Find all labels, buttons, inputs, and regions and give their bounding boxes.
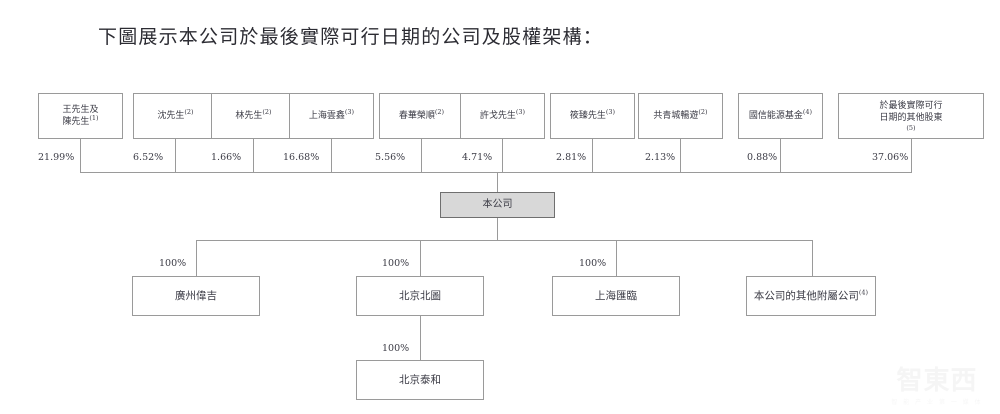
percent-label-shen: 6.52% — [133, 152, 164, 163]
shareholder-box-other-shareholders[interactable]: 於最後實際可行 日期的其他股東 (5) — [838, 93, 984, 139]
shareholder-name: 林先生 — [235, 110, 263, 121]
connector-drop-beijing-beitu — [420, 240, 421, 276]
connector-drop-guangzhou-weiji — [196, 240, 197, 276]
shareholder-name: 沈先生 — [157, 110, 185, 121]
connector-drop-shanghai-yunxin — [331, 139, 332, 172]
subsidiary-name: 北京北圖 — [399, 289, 441, 302]
shareholder-name-line1: 於最後實際可行 — [879, 100, 943, 111]
connector-drop-gongqingcheng-changyou — [680, 139, 681, 172]
footnote-ref: (1) — [89, 114, 99, 122]
connector-bus-subsidiaries — [196, 240, 812, 241]
shareholder-name: 春華榮順 — [398, 110, 435, 121]
connector-bus-shareholders — [80, 172, 912, 173]
shareholder-name: 許戈先生 — [479, 110, 516, 121]
percent-label-xiaozhen: 2.81% — [556, 152, 587, 163]
connector-beitu-to-taihe — [420, 316, 421, 360]
connector-drop-shen — [175, 139, 176, 172]
shareholder-box-lin[interactable]: 林先生(2) — [211, 93, 296, 139]
subsidiary-name: 北京泰和 — [399, 373, 441, 386]
percent-label-wang-chen: 21.99% — [38, 152, 75, 163]
shareholder-box-xiaozhen[interactable]: 筱臻先生(3) — [550, 93, 635, 139]
connector-company-to-subsidiary-bus — [497, 218, 498, 240]
connector-drop-xuge — [502, 139, 503, 172]
percent-label-chunhua-rongshun: 5.56% — [375, 152, 406, 163]
subsidiary-name: 廣州偉吉 — [175, 289, 217, 302]
percent-label-xuge: 4.71% — [462, 152, 493, 163]
shareholder-name-line1: 王先生及 — [62, 104, 99, 115]
shareholder-box-xuge[interactable]: 許戈先生(3) — [460, 93, 545, 139]
subsidiary-name: 本公司的其他附屬公司 — [753, 289, 859, 302]
shareholder-name: 國信能源基金 — [748, 110, 803, 121]
shareholder-name-line2: 日期的其他股東 — [879, 112, 943, 123]
watermark-subtext: 智 能 产 业 第 一 媒 体 — [891, 399, 983, 406]
percent-label-guoxin-energy-fund: 0.88% — [747, 152, 778, 163]
percent-label-guangzhou-weiji: 100% — [159, 258, 187, 269]
subsidiary-box-beijing-beitu[interactable]: 北京北圖 — [356, 276, 484, 316]
percent-label-gongqingcheng-changyou: 2.13% — [645, 152, 676, 163]
subsidiary-box-shanghai-huilin[interactable]: 上海匯臨 — [552, 276, 680, 316]
footnote-ref: (3) — [605, 107, 616, 116]
percent-label-beijing-taihe: 100% — [382, 343, 410, 354]
company-name: 本公司 — [482, 199, 513, 211]
shareholder-name: 筱臻先生 — [569, 110, 606, 121]
shareholder-name: 上海雲鑫 — [308, 110, 345, 121]
connector-drop-other-shareholders — [911, 139, 912, 172]
footnote-ref: (2) — [184, 107, 194, 116]
footnote-ref: (5) — [906, 124, 916, 133]
shareholder-box-chunhua-rongshun[interactable]: 春華榮順(2) — [379, 93, 464, 139]
shareholder-box-shanghai-yunxin[interactable]: 上海雲鑫(3) — [289, 93, 374, 139]
subsidiary-name: 上海匯臨 — [595, 289, 637, 302]
company-box-main[interactable]: 本公司 — [440, 192, 555, 218]
footnote-ref: (4) — [802, 107, 813, 116]
percent-label-shanghai-yunxin: 16.68% — [283, 152, 320, 163]
shareholder-box-gongqingcheng-changyou[interactable]: 共青城暢遊(2) — [638, 93, 723, 139]
shareholder-box-wang-chen[interactable]: 王先生及 陳先生(1) — [38, 93, 123, 139]
shareholder-name: 共青城暢遊 — [653, 110, 699, 121]
connector-bus-to-company — [497, 172, 498, 192]
connector-drop-wang-chen — [80, 139, 81, 172]
shareholder-name-line2: 陳先生 — [62, 117, 90, 127]
page-title: 下圖展示本公司於最後實際可行日期的公司及股權架構： — [98, 26, 604, 48]
footnote-ref: (2) — [434, 107, 445, 116]
connector-drop-guoxin-energy-fund — [780, 139, 781, 172]
connector-drop-xiaozhen — [592, 139, 593, 172]
subsidiary-box-beijing-taihe[interactable]: 北京泰和 — [356, 360, 484, 400]
shareholder-box-shen[interactable]: 沈先生(2) — [133, 93, 218, 139]
footnote-ref: (2) — [262, 107, 272, 116]
percent-label-shanghai-huilin: 100% — [579, 258, 607, 269]
subsidiary-box-other-subsidiaries[interactable]: 本公司的其他附屬公司(4) — [746, 276, 876, 316]
connector-drop-other-subsidiaries — [812, 240, 813, 276]
watermark-logo: 智東西 智 能 产 业 第 一 媒 体 — [882, 358, 992, 408]
shareholder-box-guoxin-energy-fund[interactable]: 國信能源基金(4) — [738, 93, 823, 139]
connector-drop-lin — [253, 139, 254, 172]
footnote-ref: (3) — [344, 107, 355, 116]
footnote-ref: (3) — [515, 107, 526, 116]
connector-drop-chunhua-rongshun — [421, 139, 422, 172]
footnote-ref: (2) — [698, 107, 708, 116]
subsidiary-box-guangzhou-weiji[interactable]: 廣州偉吉 — [132, 276, 260, 316]
footnote-ref: (4) — [858, 288, 869, 297]
watermark-text: 智東西 — [896, 366, 978, 396]
connector-drop-shanghai-huilin — [616, 240, 617, 276]
percent-label-beijing-beitu: 100% — [382, 258, 410, 269]
percent-label-other-shareholders: 37.06% — [872, 152, 909, 163]
percent-label-lin: 1.66% — [211, 152, 242, 163]
